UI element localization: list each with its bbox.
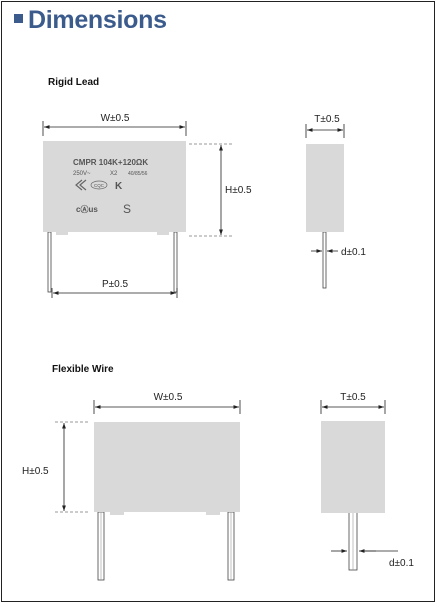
rigid-lead-side-view: T±0.5 d±0.1: [305, 114, 366, 289]
marking-class: X2: [110, 171, 118, 177]
enec-logo-icon: [75, 179, 87, 191]
kc-logo-icon: K: [115, 181, 123, 192]
rigid-lead-right-lead: [173, 231, 178, 293]
rigid-lead-side-body: [306, 144, 344, 232]
rigid-lead-pitch-label: P±0.5: [102, 279, 128, 290]
rigid-lead-body-foot-right: [157, 232, 169, 235]
s-mark-icon: S: [123, 202, 131, 216]
rigid-lead-side-lead: [322, 231, 327, 289]
flexible-wire-diameter-label: d±0.1: [389, 558, 414, 569]
section-label-rigid-lead: Rigid Lead: [48, 77, 100, 88]
flexible-wire-height-label: H±0.5: [22, 466, 49, 477]
rigid-lead-width-label: W±0.5: [101, 113, 130, 124]
section-label-flexible-wire: Flexible Wire: [52, 364, 114, 375]
cqc-logo-icon: [90, 180, 108, 190]
marking-cqc: CQC: [94, 183, 105, 188]
rigid-lead-diameter-label: d±0.1: [341, 247, 366, 258]
flexible-wire-capacitor-body: [94, 422, 240, 512]
ul-logo-icon: cⒶus: [76, 204, 98, 214]
bullet-square-icon: [14, 13, 23, 23]
marking-voltage: 250V~: [73, 171, 91, 177]
flexible-wire-thickness-label: T±0.5: [340, 392, 366, 403]
rigid-lead-capacitor-body: [43, 141, 186, 232]
rigid-lead-height-label: H±0.5: [225, 185, 252, 196]
flexible-wire-side-body: [321, 421, 385, 513]
flexible-wire-width-label: W±0.5: [154, 392, 183, 403]
rigid-lead-front-view: CMPR 104K+120ΩK 250V~ X2 40/85/56 CQC K …: [42, 113, 252, 298]
rigid-lead-left-lead: [47, 231, 52, 293]
page-title: Dimensions: [14, 6, 167, 35]
marking-line1: CMPR 104K+120ΩK: [73, 158, 148, 167]
rigid-lead-thickness-label: T±0.5: [314, 114, 340, 125]
rigid-lead-body-foot-left: [56, 232, 68, 235]
flexible-wire-side-view: T±0.5 d±0.1: [320, 392, 414, 571]
page-title-text: Dimensions: [28, 6, 167, 34]
marking-climatic: 40/85/56: [128, 171, 148, 177]
flexible-wire-front-view: W±0.5 H±0.5: [22, 392, 241, 581]
